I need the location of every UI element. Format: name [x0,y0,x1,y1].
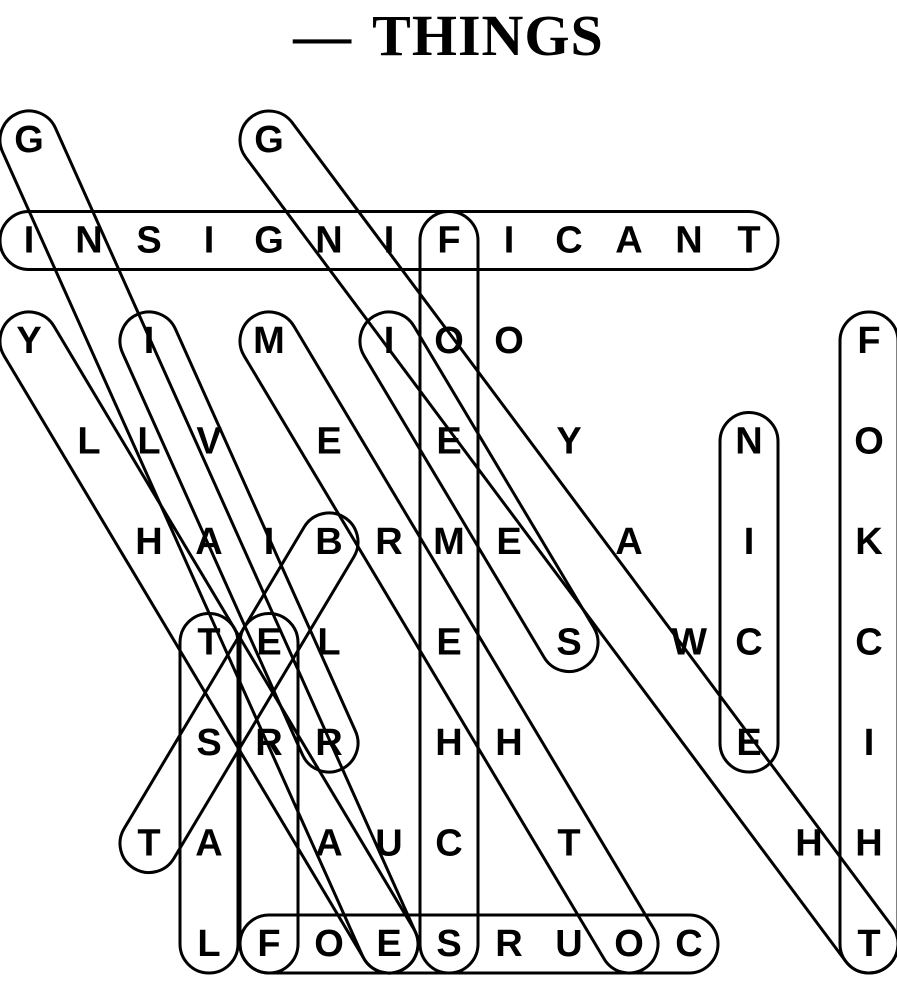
grid-letter: N [75,220,102,262]
grid-letter: I [504,220,515,262]
grid-letter: L [77,421,100,463]
grid-letter: N [675,220,702,262]
grid-letter: S [136,220,161,262]
grid-letter: L [197,923,220,965]
grid-letter: H [495,722,522,764]
grid-letter: F [857,320,880,362]
grid-letter: R [375,521,402,563]
grid-letter: R [255,722,282,764]
grid-letter: C [675,923,702,965]
found-word-loop-foemehcs [418,210,480,975]
grid-letter: M [433,521,465,563]
grid-letter: K [855,521,883,563]
grid-letter: T [737,220,760,262]
found-word-loop-ylatses [0,310,420,975]
found-word-loop-elra [238,612,300,975]
grid-letter: L [137,421,160,463]
grid-letter: F [257,923,280,965]
grid-letter: I [384,220,395,262]
grid-letter: E [256,622,281,664]
grid-letter: M [253,320,285,362]
found-word-loop-nice [718,411,780,774]
found-word-loop-ilvblr [118,310,360,774]
grid-letter: Y [556,421,581,463]
grid-letter: T [197,622,220,664]
found-word-loop-merhuc [238,310,660,975]
grid-letter: Y [16,320,41,362]
found-word-loop-gioyeaweht [238,109,897,975]
grid-letter: G [254,220,284,262]
grid-letter: N [735,421,762,463]
grid-letter: I [864,722,875,764]
grid-letter: H [855,823,882,865]
grid-letter: A [195,521,222,563]
grid-letter: R [315,722,342,764]
grid-letter: A [195,823,222,865]
grid-letter: E [376,923,401,965]
grid-letter: S [436,923,461,965]
found-word-loops [0,109,897,975]
grid-letter: E [436,622,461,664]
grid-letter: H [795,823,822,865]
grid-letter: C [735,622,762,664]
grid-letter: O [614,923,644,965]
grid-letter: G [254,119,284,161]
grid-letter: H [435,722,462,764]
grid-letter: R [495,923,522,965]
grid-letter: V [196,421,222,463]
found-word-loop-ioemes [358,310,600,673]
title-text: THINGS [372,2,604,68]
grid-letter: A [615,521,642,563]
grid-letter: O [494,320,524,362]
grid-letter: F [437,220,460,262]
grid-letter: E [436,421,461,463]
grid-letter: O [314,923,344,965]
grid-letter: N [315,220,342,262]
grid-letter: S [556,622,581,664]
grid-letter: I [144,320,155,362]
grid-letter: C [555,220,582,262]
grid-letter: E [496,521,521,563]
grid-letter: I [24,220,35,262]
grid-letter: O [854,421,884,463]
grid-letter: U [555,923,582,965]
found-word-loop-beta [118,511,360,875]
grid-letter: E [736,722,761,764]
grid-letter: U [375,823,402,865]
grid-letter: H [135,521,162,563]
grid-letter: T [857,923,880,965]
title-dash: — [293,2,353,68]
grid-letter: I [264,521,275,563]
grid-letter: E [316,421,341,463]
grid-letter: T [137,823,160,865]
grid-letter: I [384,320,395,362]
grid-letter: C [435,823,462,865]
grid-letter: I [204,220,215,262]
grid-letter: C [855,622,882,664]
grid-letter: O [434,320,464,362]
grid-letter: W [671,622,707,664]
grid-letter: A [315,823,342,865]
grid-letter: B [315,521,342,563]
grid-letter: T [557,823,580,865]
grid-letter: L [317,622,340,664]
grid-letter: I [744,521,755,563]
puzzle-title: — THINGS [0,0,897,70]
grid-letter: S [196,722,221,764]
grid-letter: G [14,119,44,161]
found-word-loop-insignificant [0,210,780,271]
grid-letter: A [615,220,642,262]
